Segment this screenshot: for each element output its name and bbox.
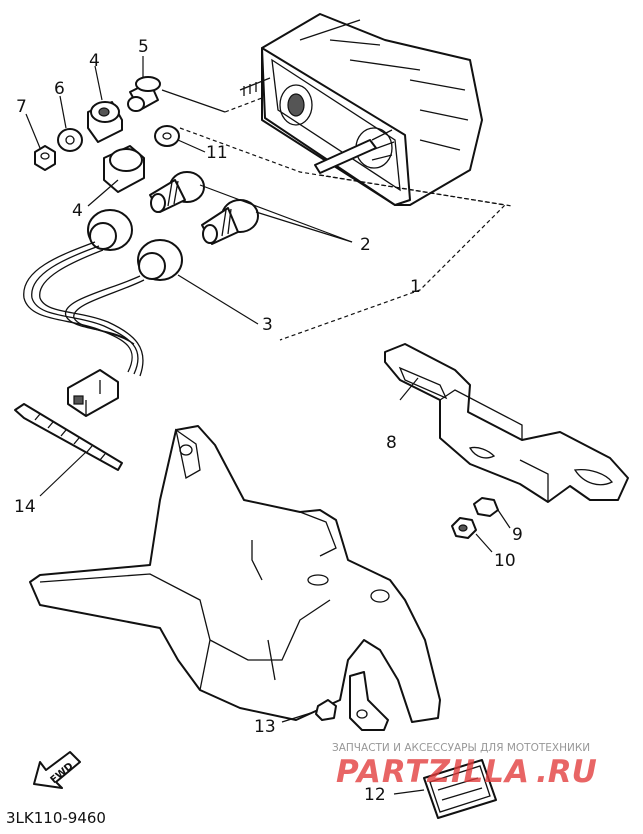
watermark: ЗАПЧАСТИ И АКСЕССУАРЫ ДЛЯ МОТОТЕХНИКИ PA… bbox=[332, 742, 597, 790]
callout-14: 14 bbox=[14, 497, 36, 517]
bracket-8 bbox=[384, 343, 629, 503]
callout-10: 10 bbox=[494, 551, 516, 571]
callout-13: 13 bbox=[254, 717, 276, 737]
leader-lines bbox=[25, 56, 513, 795]
diagram-code: 3LK110-9460 bbox=[6, 809, 106, 827]
tail-light-housing bbox=[239, 13, 483, 206]
callout-3: 3 bbox=[262, 315, 273, 335]
watermark-domain: .RU bbox=[536, 754, 597, 790]
grommet-4-upper bbox=[87, 101, 123, 143]
flange-nut-9 bbox=[473, 497, 499, 517]
watermark-brand: PARTZILLA bbox=[336, 754, 530, 790]
callout-7: 7 bbox=[16, 97, 27, 117]
reflector-12 bbox=[423, 759, 497, 819]
bulb-lower bbox=[201, 199, 259, 245]
fwd-arrow-icon: FWD bbox=[33, 751, 81, 789]
callout-4-lower: 4 bbox=[72, 201, 83, 221]
callout-2: 2 bbox=[360, 235, 371, 255]
cable-tie-14 bbox=[14, 403, 123, 471]
washer-6 bbox=[57, 128, 83, 152]
bulb-upper bbox=[149, 171, 205, 213]
washer-11 bbox=[154, 125, 180, 147]
callout-5: 5 bbox=[138, 37, 149, 57]
watermark-tagline: ЗАПЧАСТИ И АКСЕССУАРЫ ДЛЯ МОТОТЕХНИКИ bbox=[332, 742, 590, 754]
callout-12: 12 bbox=[364, 785, 386, 805]
collar-5 bbox=[127, 76, 161, 112]
callout-labels: 5 4 6 7 11 4 2 1 3 8 14 9 10 13 12 bbox=[14, 37, 523, 805]
reflector-mount bbox=[349, 671, 389, 731]
callout-6: 6 bbox=[54, 79, 65, 99]
callout-1: 1 bbox=[410, 277, 421, 297]
plate-bracket-frame bbox=[29, 425, 441, 723]
callout-9: 9 bbox=[512, 525, 523, 545]
callout-11: 11 bbox=[206, 143, 228, 163]
socket-harness bbox=[23, 209, 183, 417]
grommet-4-lower bbox=[103, 145, 145, 193]
callout-4-upper: 4 bbox=[89, 51, 100, 71]
nut-7 bbox=[34, 145, 56, 171]
bolt-13 bbox=[315, 699, 337, 721]
callout-8: 8 bbox=[386, 433, 397, 453]
nut-10 bbox=[451, 517, 477, 539]
